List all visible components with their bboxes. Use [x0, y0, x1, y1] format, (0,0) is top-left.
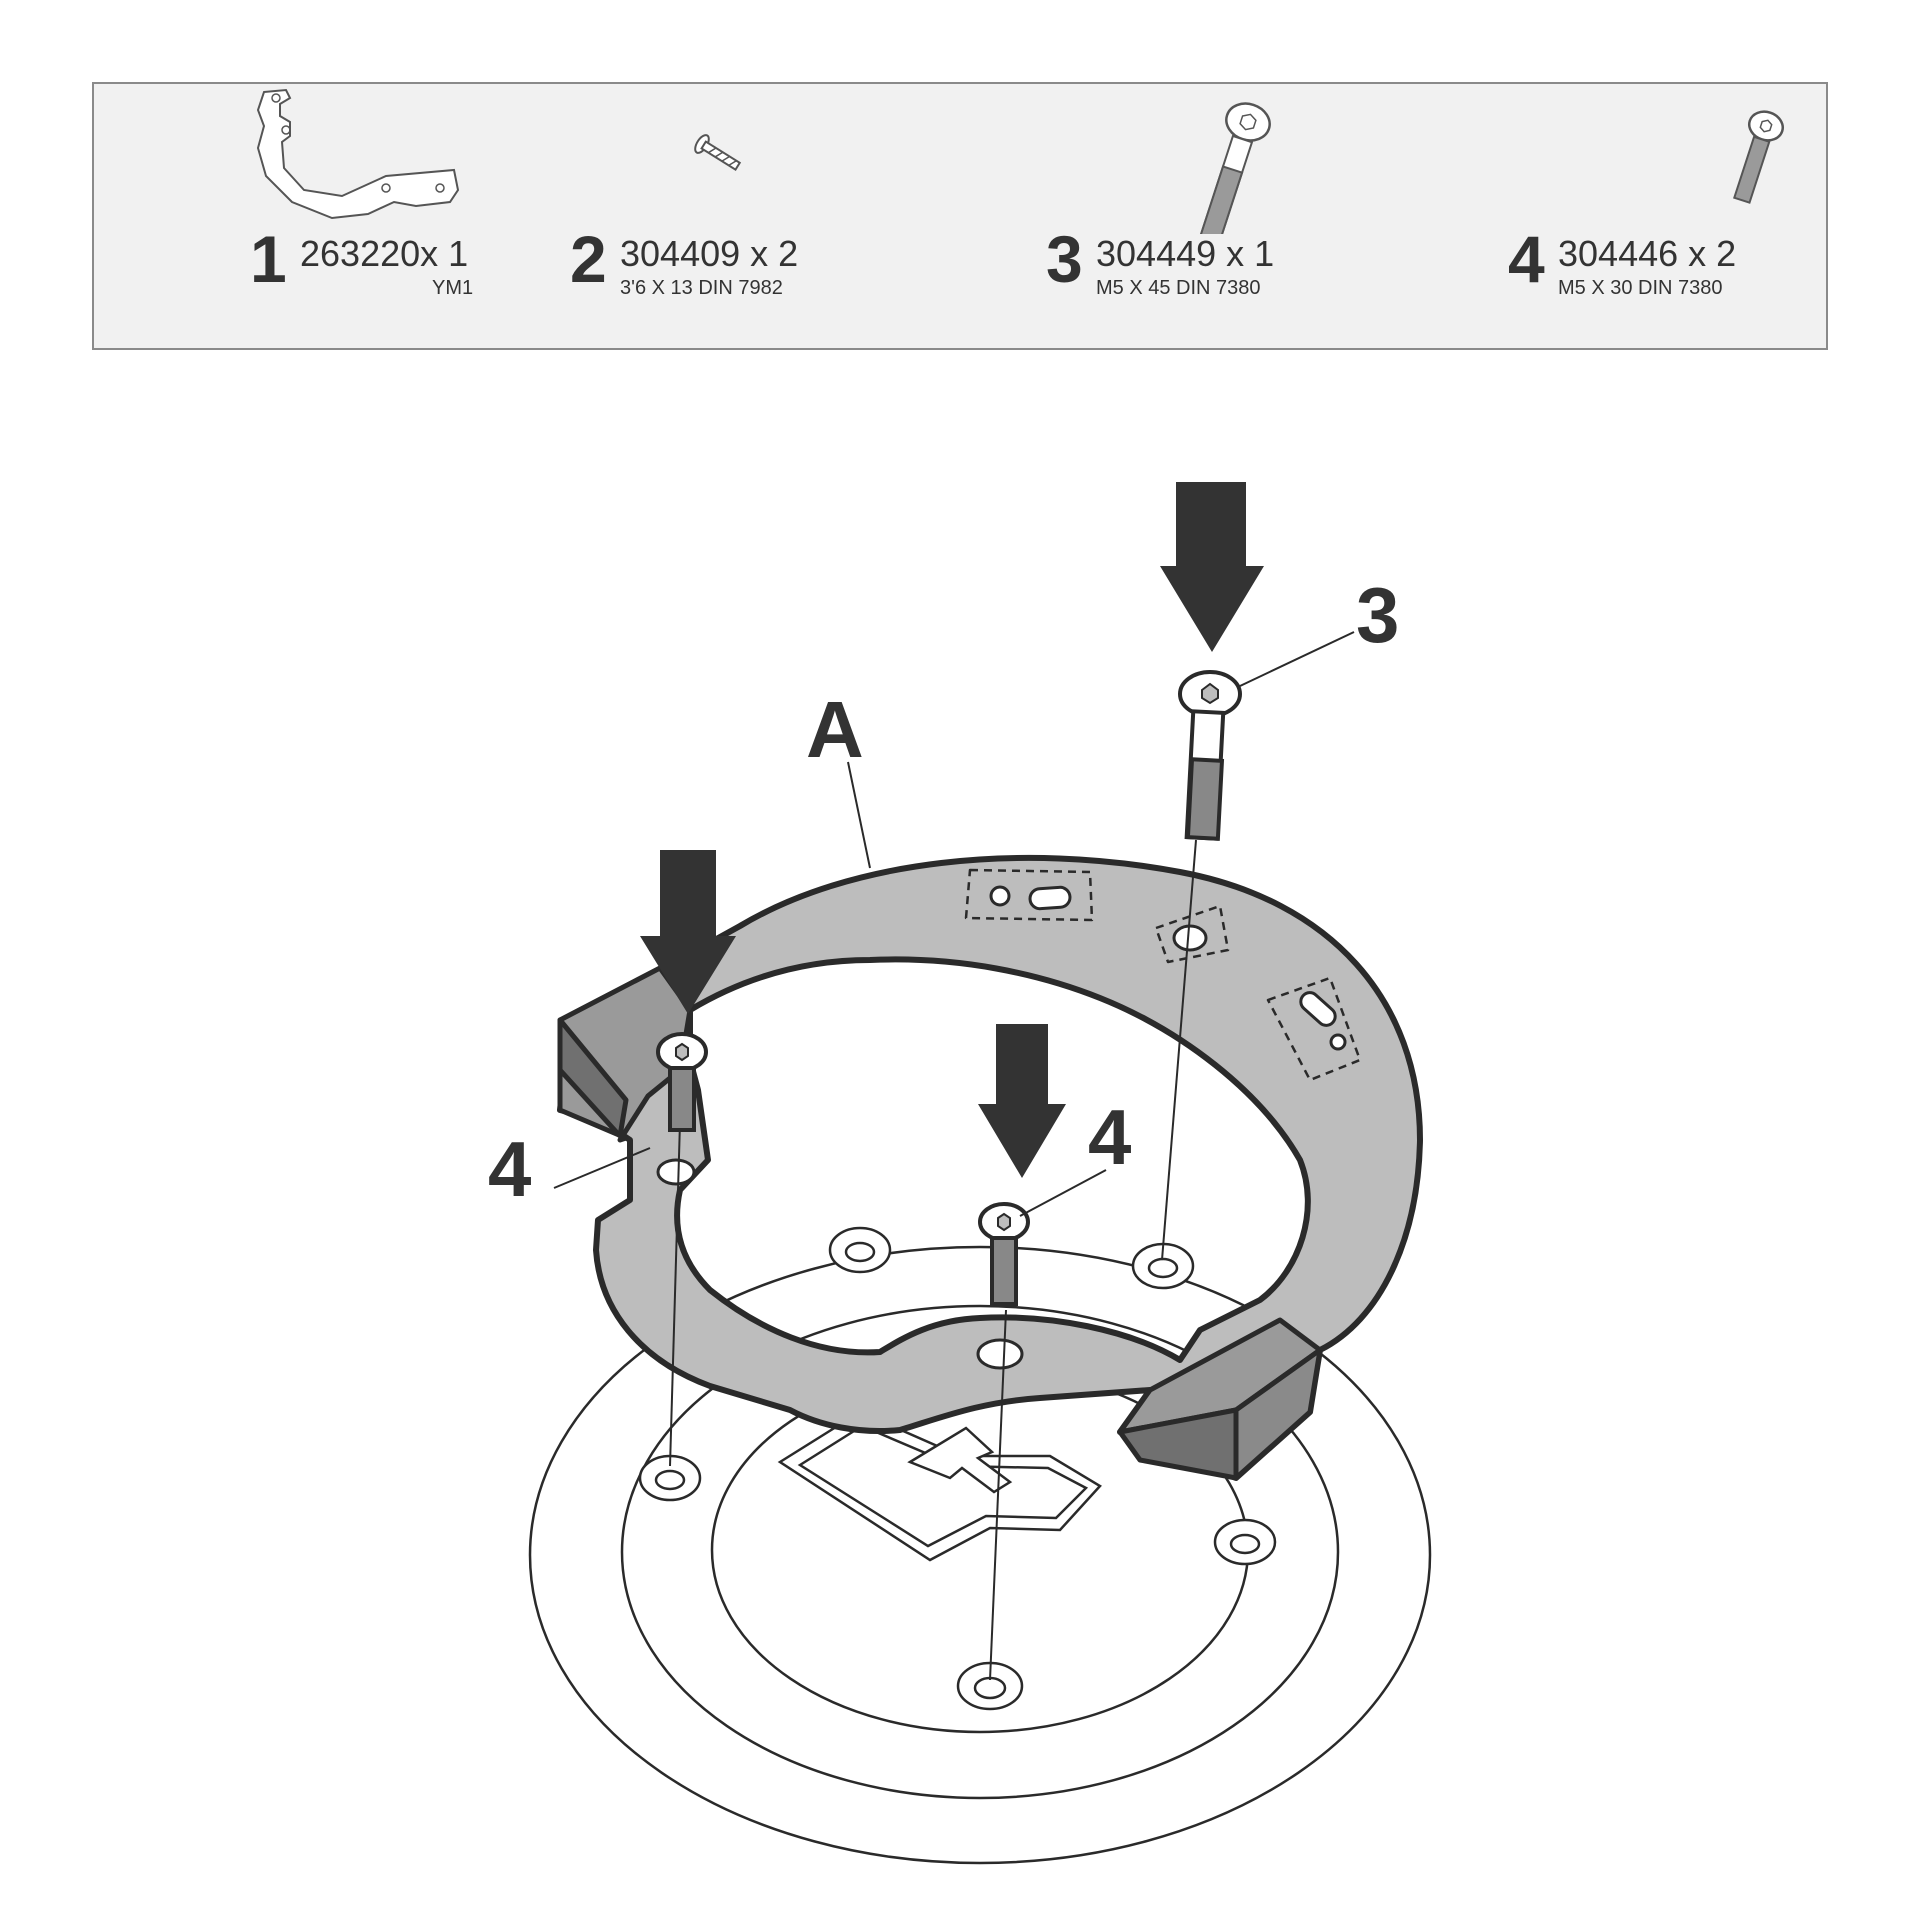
cap-emblem — [777, 1410, 1102, 1562]
part-3-number: 3 — [1046, 222, 1083, 296]
callout-screw-4-center: 4 — [1088, 1093, 1132, 1181]
part-4-spec: M5 X 30 DIN 7380 — [1558, 277, 1723, 299]
screw-4-left — [656, 1032, 708, 1467]
part-4-number: 4 — [1508, 222, 1545, 296]
part-3: 3 304449 x 1 M5 X 45 DIN 7380 — [1046, 84, 1394, 348]
short-bolt-icon — [1733, 110, 1784, 204]
part-2-number: 2 — [570, 222, 607, 296]
screw-3 — [1161, 670, 1242, 1261]
part-1-code: 263220x 1 — [300, 233, 469, 274]
part-4: 4 304446 x 2 M5 X 30 DIN 7380 — [1508, 84, 1814, 348]
hole-5 — [956, 1661, 1024, 1711]
hole-3 — [638, 1454, 702, 1502]
part-3-code: 304449 x 1 — [1096, 233, 1275, 274]
part-3-spec: M5 X 45 DIN 7380 — [1096, 277, 1261, 299]
arrow-down-icon — [978, 1024, 1066, 1178]
hole-1 — [828, 1226, 892, 1274]
bracket-a — [557, 854, 1423, 1481]
long-bolt-icon — [1198, 102, 1271, 234]
tapping-screw-icon — [694, 134, 742, 172]
arrow-down-icon — [640, 850, 736, 1014]
part-1-spec: YM1 — [432, 277, 474, 299]
callout-screw-4-left: 4 — [488, 1125, 532, 1213]
callout-bracket-a: A — [806, 685, 864, 774]
callout-screw-3: 3 — [1356, 571, 1400, 659]
parts-list: 1 263220x 1 YM1 2 304409 x 2 3'6 X 13 DI… — [92, 82, 1828, 350]
screw-4-center — [978, 1202, 1030, 1681]
part-1-number: 1 — [250, 222, 287, 296]
arrow-down-icon — [1160, 482, 1264, 652]
part-2: 2 304409 x 2 3'6 X 13 DIN 7982 — [570, 84, 894, 348]
bracket-part-icon — [256, 88, 460, 220]
part-1: 1 263220x 1 YM1 — [154, 84, 474, 348]
hole-4 — [1213, 1518, 1277, 1566]
part-4-code: 304446 x 2 — [1558, 233, 1737, 274]
part-2-code: 304409 x 2 — [620, 233, 799, 274]
leader-lines — [553, 631, 1355, 1217]
part-2-spec: 3'6 X 13 DIN 7982 — [620, 277, 783, 299]
